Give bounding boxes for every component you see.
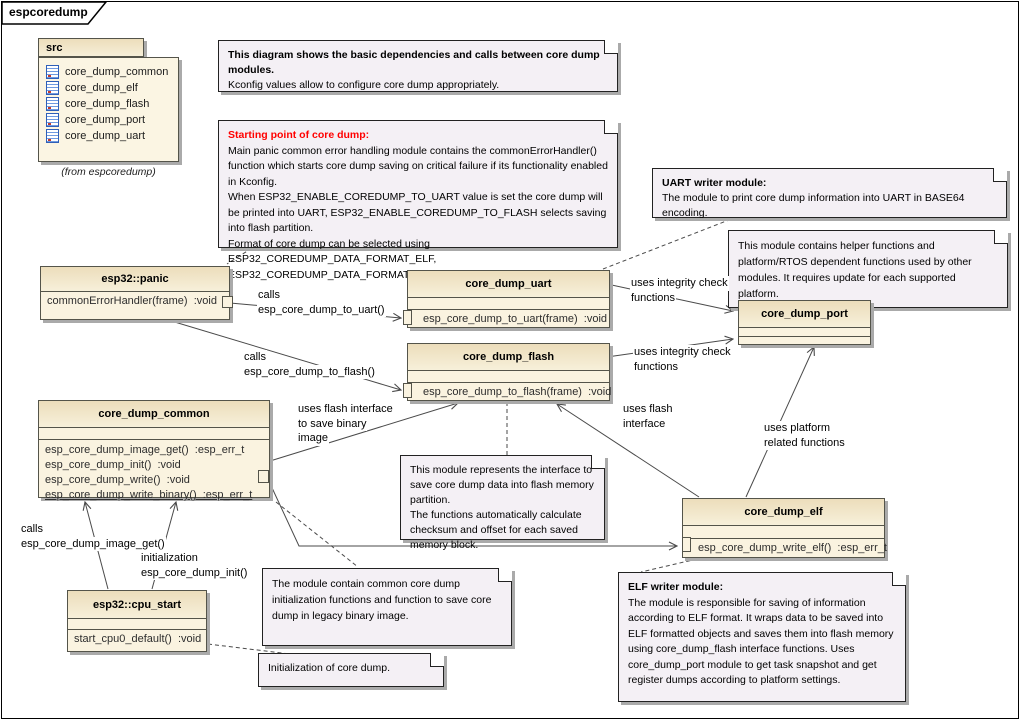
note-starting-point[interactable]: Starting point of core dump: Main panic … [218, 120, 618, 281]
attributes-compartment [408, 371, 609, 383]
attributes-compartment [68, 619, 206, 630]
class-method: esp_core_dump_init() :void [45, 459, 181, 471]
class-method: commonErrorHandler(frame) :void [47, 295, 217, 307]
class-method: esp_core_dump_write_binary() :esp_err_t [45, 489, 253, 501]
class-title: esp32::cpu_start [68, 591, 206, 619]
package-item-core-dump-common[interactable]: core_dump_common [39, 64, 178, 80]
note-uart-writer[interactable]: UART writer module: The module to print … [652, 168, 1007, 219]
note-fold-icon [604, 120, 618, 134]
package-item-core-dump-elf[interactable]: core_dump_elf [39, 80, 178, 96]
package-caption: (from espcoredump) [61, 166, 156, 178]
note-common-module-body: The module contain common core dump init… [272, 578, 492, 622]
note-overview[interactable]: This diagram shows the basic dependencie… [218, 40, 618, 92]
note-init[interactable]: Initialization of core dump. [258, 653, 444, 687]
note-port-helper[interactable]: This module contains helper functions an… [728, 230, 1008, 308]
file-icon [46, 113, 59, 127]
note-init-body: Initialization of core dump. [268, 662, 390, 674]
note-starting-point-title: Starting point of core dump: [228, 129, 370, 141]
class-method: esp_core_dump_to_uart(frame) :void [423, 313, 608, 325]
note-uart-writer-body: The module to print core dump informatio… [662, 192, 965, 219]
class-method: esp_core_dump_write_elf() :esp_err_t [698, 542, 887, 554]
package-src-body[interactable]: core_dump_common core_dump_elf core_dump… [38, 57, 179, 162]
note-overview-title: This diagram shows the basic dependencie… [228, 49, 600, 76]
attributes-compartment [739, 328, 870, 337]
port-marker-uart [403, 310, 412, 325]
class-core-dump-port[interactable]: core_dump_port [738, 300, 871, 345]
note-uart-writer-title: UART writer module: [662, 177, 767, 189]
note-elf-writer-title: ELF writer module: [628, 581, 724, 593]
class-core-dump-common[interactable]: core_dump_common esp_core_dump_image_get… [38, 400, 270, 501]
note-port-helper-body: This module contains helper functions an… [738, 240, 972, 300]
attributes-compartment [408, 298, 609, 310]
package-item-label: core_dump_port [65, 114, 146, 126]
package-item-label: core_dump_flash [65, 98, 150, 110]
note-common-module[interactable]: The module contain common core dump init… [262, 568, 512, 646]
note-flash-module[interactable]: This module represents the interface to … [400, 455, 605, 551]
port-marker-panic [222, 296, 233, 308]
file-icon [46, 81, 59, 95]
note-overview-body: Kconfig values allow to configure core d… [228, 79, 500, 91]
class-esp32-panic[interactable]: esp32::panic commonErrorHandler(frame) :… [40, 266, 230, 320]
class-method: esp_core_dump_to_flash(frame) :void [423, 386, 612, 398]
class-title: core_dump_port [739, 301, 870, 328]
port-marker-flash [403, 383, 412, 398]
frame-title: espcoredump [9, 5, 88, 19]
attributes-compartment [683, 526, 884, 539]
note-fold-icon [994, 230, 1008, 244]
class-title: core_dump_flash [408, 344, 609, 371]
package-item-label: core_dump_common [65, 66, 169, 78]
class-core-dump-uart[interactable]: core_dump_uart esp_core_dump_to_uart(fra… [407, 270, 610, 328]
note-elf-writer[interactable]: ELF writer module: The module is respons… [618, 572, 906, 702]
note-fold-icon [604, 40, 618, 54]
note-elf-writer-body: The module is responsible for saving of … [628, 596, 894, 687]
class-method: esp_core_dump_image_get() :esp_err_t [45, 444, 245, 456]
port-marker-common [258, 470, 269, 483]
file-icon [46, 97, 59, 111]
port-marker-elf [682, 537, 691, 552]
class-method: start_cpu0_default() :void [74, 633, 202, 645]
class-title: core_dump_common [39, 401, 269, 428]
note-fold-icon [892, 572, 906, 586]
file-icon [46, 65, 59, 79]
file-icon [46, 129, 59, 143]
note-fold-icon [430, 653, 444, 667]
class-method: esp_core_dump_write() :void [45, 474, 190, 486]
package-item-core-dump-port[interactable]: core_dump_port [39, 112, 178, 128]
package-item-label: core_dump_elf [65, 82, 138, 94]
package-item-label: core_dump_uart [65, 130, 146, 142]
attributes-compartment [39, 428, 269, 440]
package-item-core-dump-flash[interactable]: core_dump_flash [39, 96, 178, 112]
note-fold-icon [993, 168, 1007, 182]
package-name: src [46, 42, 63, 54]
class-title: core_dump_elf [683, 499, 884, 526]
class-core-dump-elf[interactable]: core_dump_elf esp_core_dump_write_elf() … [682, 498, 887, 558]
class-esp32-cpu-start[interactable]: esp32::cpu_start start_cpu0_default() :v… [67, 590, 207, 652]
note-flash-module-body: This module represents the interface to … [410, 464, 594, 551]
package-item-core-dump-uart[interactable]: core_dump_uart [39, 128, 178, 144]
class-title: core_dump_uart [408, 271, 609, 298]
class-core-dump-flash[interactable]: core_dump_flash esp_core_dump_to_flash(f… [407, 343, 612, 401]
note-starting-point-body: Main panic common error handling module … [228, 144, 608, 281]
note-fold-icon [498, 568, 512, 582]
note-fold-icon [591, 455, 605, 469]
package-src-tab[interactable]: src [38, 38, 144, 57]
class-title: esp32::panic [41, 267, 229, 292]
